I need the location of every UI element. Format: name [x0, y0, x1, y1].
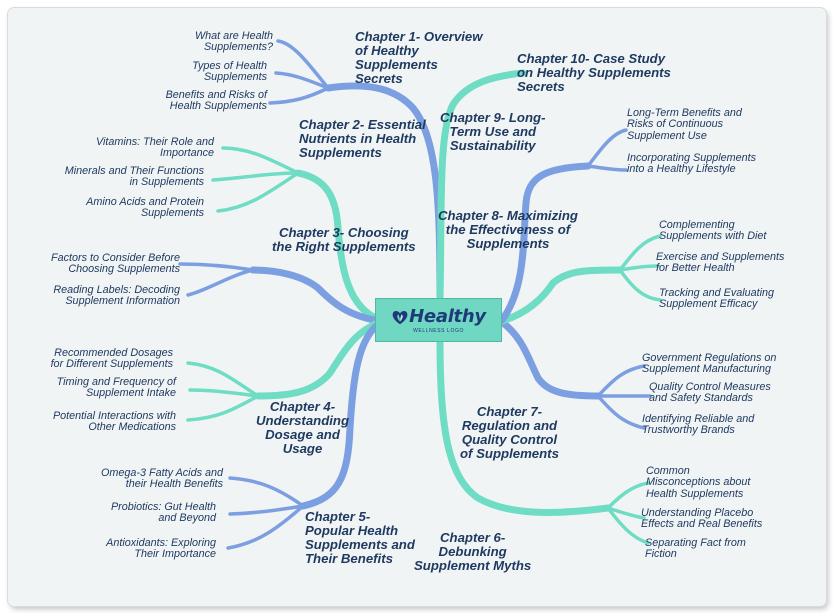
branch-chapter-8 — [498, 266, 624, 325]
branch-chapter-10 — [436, 69, 527, 302]
logo-text: Healthy — [409, 306, 486, 327]
center-logo: Healthy WELLNESS LOGO — [375, 298, 502, 342]
heart-leaf-icon — [392, 310, 408, 324]
branch-chapter-7 — [498, 318, 602, 400]
branch-chapter-3 — [249, 266, 384, 325]
branch-chapter-2 — [294, 169, 384, 324]
branch-chapter-9 — [498, 162, 592, 324]
logo-tagline: WELLNESS LOGO — [413, 328, 464, 334]
branch-chapter-4 — [254, 318, 384, 400]
branch-chapter-6 — [436, 338, 612, 516]
branch-chapter-5 — [299, 319, 384, 510]
mind-map-canvas: Healthy WELLNESS LOGO Chapter 1- Overvie… — [8, 8, 826, 606]
branch-connectors — [178, 39, 662, 550]
